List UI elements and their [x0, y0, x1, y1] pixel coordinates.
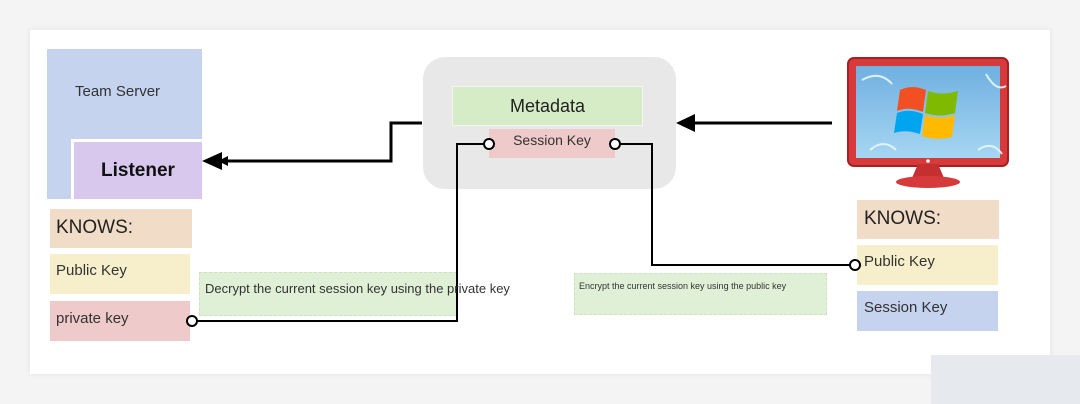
private-key-to-session-key-line	[193, 143, 484, 322]
metadata-to-listener-arrow	[218, 121, 422, 166]
private-key-connector-dot	[186, 315, 198, 327]
right-public-key: Public Key	[857, 245, 998, 285]
left-knows-header: KNOWS:	[50, 209, 192, 248]
metadata-session-key: Session Key	[489, 129, 615, 158]
listener-box: Listener	[71, 139, 202, 199]
encrypt-note-background	[574, 273, 827, 315]
team-server-label: Team Server	[75, 83, 161, 100]
windows-monitor-icon	[847, 57, 1009, 188]
session-key-to-public-key-line	[620, 143, 851, 266]
encrypt-note-text: Encrypt the current session key using th…	[579, 281, 787, 291]
decrypt-note-text: Decrypt the current session key using th…	[205, 281, 510, 296]
right-session-key: Session Key	[857, 291, 998, 331]
corner-block	[931, 355, 1080, 404]
left-public-key: Public Key	[50, 254, 190, 294]
session-key-left-connector-dot	[483, 138, 495, 150]
public-key-connector-dot	[849, 259, 861, 271]
left-private-key: private key	[50, 301, 190, 341]
metadata-arrowhead	[676, 114, 695, 132]
metadata-box: Metadata	[452, 86, 643, 126]
right-knows-header: KNOWS:	[857, 200, 999, 239]
listener-arrowhead	[202, 152, 222, 170]
session-key-right-connector-dot	[609, 138, 621, 150]
decrypt-note-background	[199, 272, 457, 316]
